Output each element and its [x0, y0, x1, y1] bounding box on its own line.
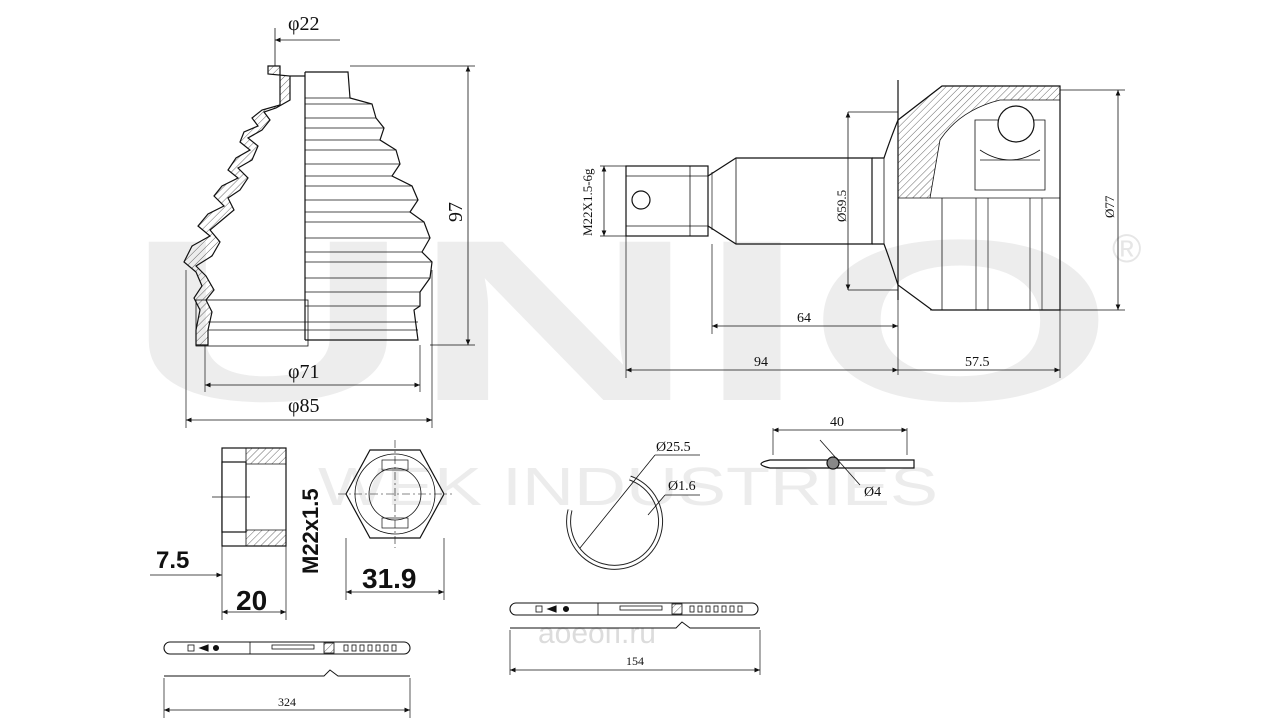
clamp-small-drawing [509, 602, 761, 675]
joint-len-64: 64 [797, 311, 811, 326]
joint-drawing [600, 80, 1125, 378]
clamp-large-drawing [163, 641, 411, 718]
nut-thread: M22x1.5 [298, 488, 323, 574]
pin-length: 40 [830, 415, 844, 430]
joint-thread: M22X1.5-6g [580, 168, 595, 236]
nut-hex-drawing [338, 440, 452, 600]
boot-drawing [183, 28, 475, 428]
ring-wire: Ø1.6 [668, 479, 696, 494]
boot-dia-inner: φ71 [288, 361, 320, 383]
nut-height: 20 [236, 585, 267, 616]
clamp-large-length: 324 [278, 695, 296, 709]
pin-drawing [760, 427, 915, 486]
nut-width: 7.5 [156, 547, 189, 574]
joint-len-94: 94 [754, 355, 768, 370]
boot-dia-outer: φ85 [288, 395, 320, 417]
nut-hex: 31.9 [362, 563, 417, 594]
boot-height: 97 [445, 202, 467, 222]
ring-dia: Ø25.5 [656, 440, 691, 455]
watermark-brand: UNIO [125, 192, 1115, 449]
nut-side-drawing [150, 447, 287, 620]
joint-shaft-dia: Ø59.5 [834, 190, 849, 222]
clamp-small-length: 154 [626, 654, 644, 668]
pin-dia: Ø4 [864, 485, 881, 500]
watermark-site: аоеоп.ru [538, 617, 656, 650]
watermark-subtitle: WEK INDUSTRIES [318, 457, 938, 517]
joint-len-575: 57.5 [965, 355, 990, 370]
watermark: UNIO ® WEK INDUSTRIES аоеоп.ru [125, 192, 1141, 650]
ring-drawing [566, 454, 700, 570]
joint-outer-dia: Ø77 [1102, 195, 1117, 218]
boot-dia-top: φ22 [288, 13, 320, 35]
watermark-registered: ® [1112, 227, 1141, 271]
